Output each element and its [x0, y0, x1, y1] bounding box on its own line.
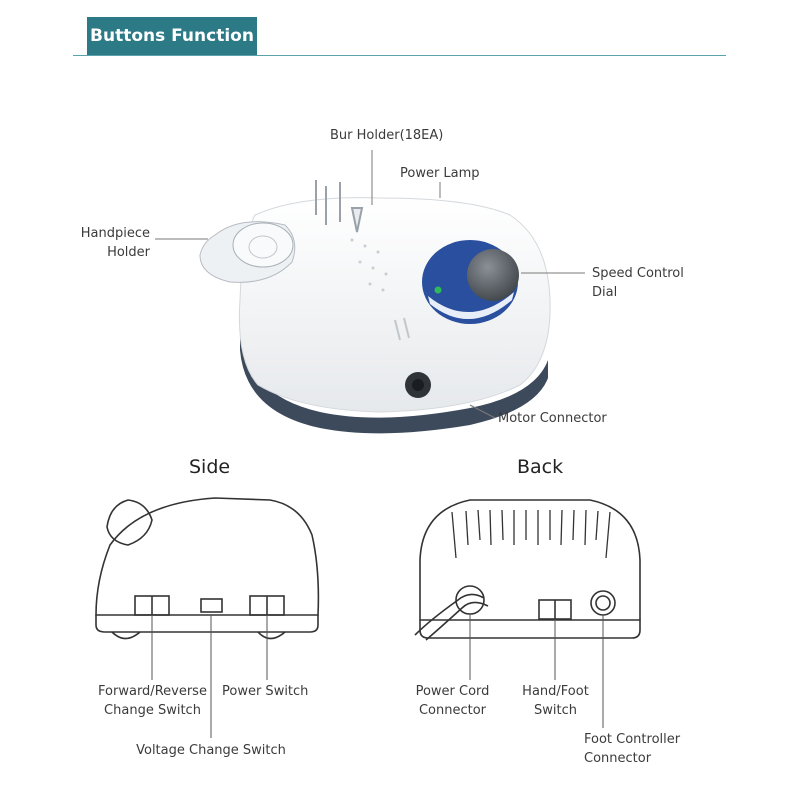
- label-forward-reverse-1: Forward/Reverse: [98, 684, 207, 699]
- side-callout-lines: [151, 615, 268, 738]
- label-foot-controller-1: Foot Controller: [584, 732, 681, 747]
- motor-connector-port: [405, 372, 431, 398]
- label-forward-reverse-2: Change Switch: [104, 703, 201, 718]
- label-foot-controller-2: Connector: [584, 751, 652, 766]
- label-power-switch: Power Switch: [222, 684, 309, 699]
- bur-holders: [315, 180, 364, 233]
- label-motor-connector: Motor Connector: [498, 411, 607, 426]
- top-callout-lines: [155, 150, 585, 419]
- back-callout-lines: [469, 614, 604, 728]
- label-power-cord-2: Connector: [418, 703, 487, 718]
- label-power-lamp: Power Lamp: [400, 166, 480, 181]
- label-bur-holder: Bur Holder(18EA): [330, 128, 444, 143]
- side-view-title: Side: [189, 456, 231, 478]
- label-voltage-switch: Voltage Change Switch: [136, 743, 286, 758]
- label-hand-foot-2: Switch: [534, 703, 577, 718]
- section-title-text: Buttons Function: [90, 26, 254, 46]
- label-hand-foot-1: Hand/Foot: [522, 684, 589, 699]
- label-speed-dial-1: Speed Control: [592, 266, 684, 281]
- main-device: [199, 180, 551, 434]
- label-speed-dial-2: Dial: [592, 285, 618, 300]
- back-view-drawing: [414, 499, 641, 641]
- section-title: Buttons Function: [87, 17, 257, 55]
- speed-control-knob: [467, 249, 519, 301]
- power-lamp: [434, 286, 442, 294]
- label-handpiece-holder-1: Handpiece: [80, 226, 150, 241]
- header-divider: [73, 55, 726, 56]
- vent-dots: [350, 238, 388, 292]
- label-handpiece-holder-2: Holder: [107, 245, 150, 260]
- back-view-title: Back: [517, 456, 564, 478]
- side-view-drawing: [95, 497, 320, 640]
- label-power-cord-1: Power Cord: [415, 684, 490, 699]
- handpiece-holder: [199, 221, 296, 283]
